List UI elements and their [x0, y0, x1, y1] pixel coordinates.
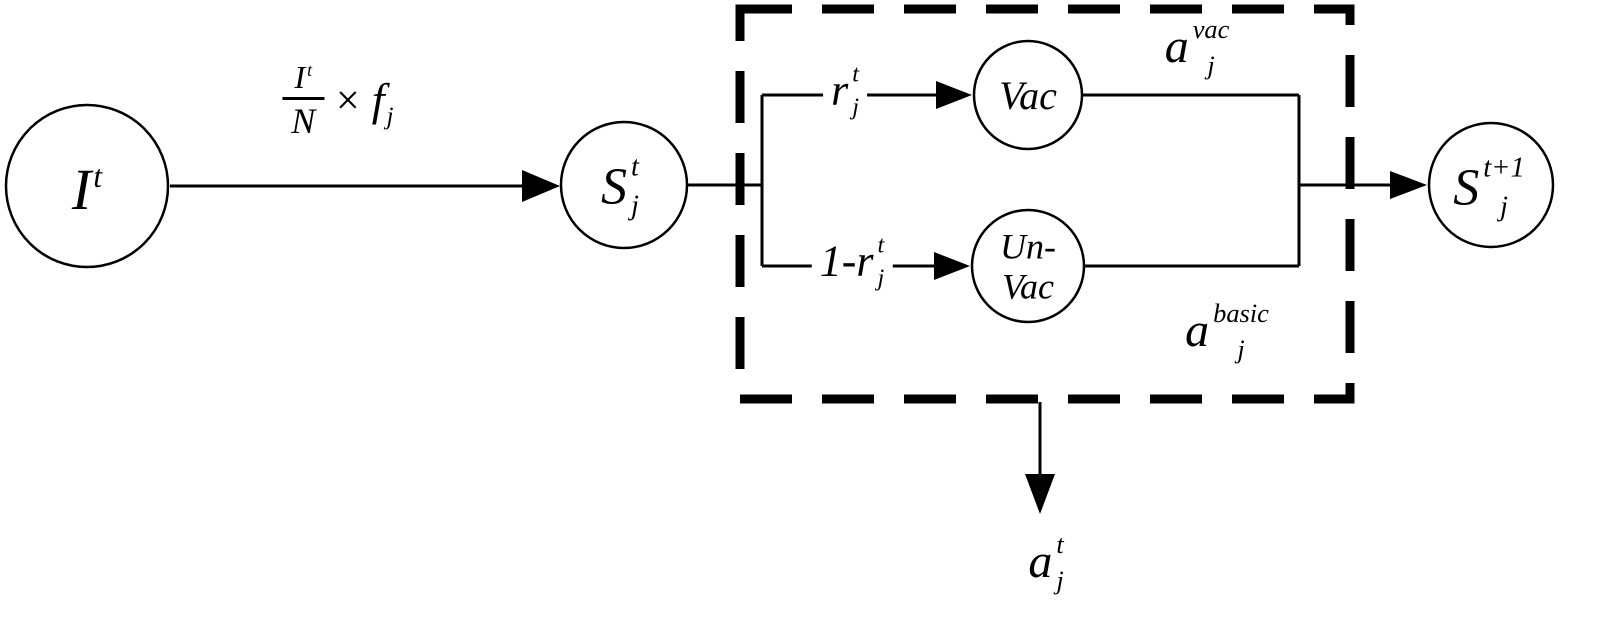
- vaccination-dashed-box: [735, 4, 1355, 404]
- activity-basic-sub: j: [1237, 333, 1245, 364]
- susceptible-t1-node-circle: [1427, 121, 1555, 249]
- arrowhead-to-s1: [1390, 171, 1427, 199]
- activity-basic-label: a basic j: [1185, 300, 1269, 362]
- vac-node-label: Vac: [999, 73, 1057, 118]
- factor-sub: j: [386, 101, 394, 130]
- unvac-rate-sub: j: [877, 264, 885, 292]
- factor-base: f: [371, 74, 385, 125]
- edge-label-vac-rate: r t j: [823, 60, 867, 121]
- activity-vac-label: a vac j: [1165, 16, 1230, 78]
- activity-vac-sup: vac: [1192, 13, 1230, 44]
- vac-node-circle: [972, 39, 1084, 151]
- activity-out-label: a t j: [1028, 531, 1063, 593]
- arrowhead-to-vac: [936, 81, 972, 109]
- arrowhead-i-to-s: [522, 170, 560, 202]
- susceptible-t1-scripts: t+1 j: [1483, 154, 1525, 221]
- susceptible-t-scripts: t j: [631, 153, 639, 220]
- infected-node-circle: [4, 103, 170, 269]
- contact-factor: fj: [371, 74, 394, 129]
- infected-node-label: It: [72, 158, 103, 219]
- susceptible-t-node-label: S t j: [601, 153, 639, 220]
- susceptible-t-base: S: [601, 157, 628, 215]
- arrowhead-activity-out: [1025, 474, 1055, 514]
- activity-basic-scripts: basic j: [1213, 300, 1269, 362]
- activity-vac-scripts: vac j: [1193, 16, 1230, 78]
- unvac-line2: Vac: [1002, 266, 1054, 306]
- susceptible-t1-sup: t+1: [1483, 152, 1525, 184]
- vac-rate-base: r: [831, 65, 849, 115]
- susceptible-t1-node-label: S t+1 j: [1453, 154, 1525, 221]
- vac-rate-scripts: t j: [852, 60, 859, 121]
- susceptible-t1-base: S: [1453, 158, 1480, 216]
- activity-out-sub: j: [1056, 564, 1064, 595]
- vac-rate-sub: j: [852, 93, 859, 121]
- infected-base: I: [71, 157, 92, 222]
- unvac-rate-sup: t: [877, 231, 885, 259]
- activity-basic-base: a: [1185, 304, 1210, 357]
- edge-label-unvac-rate: 1- r t j: [811, 231, 893, 292]
- infected-sup: t: [93, 158, 103, 194]
- susceptible-t1-sub: j: [1500, 191, 1508, 223]
- activity-out-sup: t: [1056, 528, 1064, 559]
- susceptible-t-sub: j: [631, 190, 639, 222]
- unvac-node-label: Un- Vac: [1000, 227, 1056, 306]
- unvac-node-circle: [970, 208, 1086, 324]
- vac-rate-sup: t: [852, 60, 859, 88]
- unvac-rate-scripts: t j: [877, 231, 885, 292]
- susceptible-t-sup: t: [631, 151, 639, 183]
- activity-out-scripts: t j: [1056, 531, 1063, 593]
- fraction-denominator: N: [291, 101, 316, 141]
- multiplication-sign: ×: [336, 78, 360, 124]
- activity-out-base: a: [1028, 535, 1053, 588]
- susceptible-t-node-circle: [559, 120, 689, 250]
- fraction-num-sup: t: [307, 59, 313, 80]
- activity-vac-sub: j: [1207, 49, 1215, 80]
- fraction-num-base: I: [294, 59, 306, 95]
- arrowhead-to-unvac: [934, 252, 970, 280]
- unvac-rate-base: r: [856, 236, 874, 286]
- unvac-rate-prefix: 1-: [819, 236, 857, 286]
- activity-vac-base: a: [1164, 20, 1189, 73]
- activity-basic-sup: basic: [1213, 297, 1269, 328]
- unvac-line1: Un-: [1000, 226, 1056, 267]
